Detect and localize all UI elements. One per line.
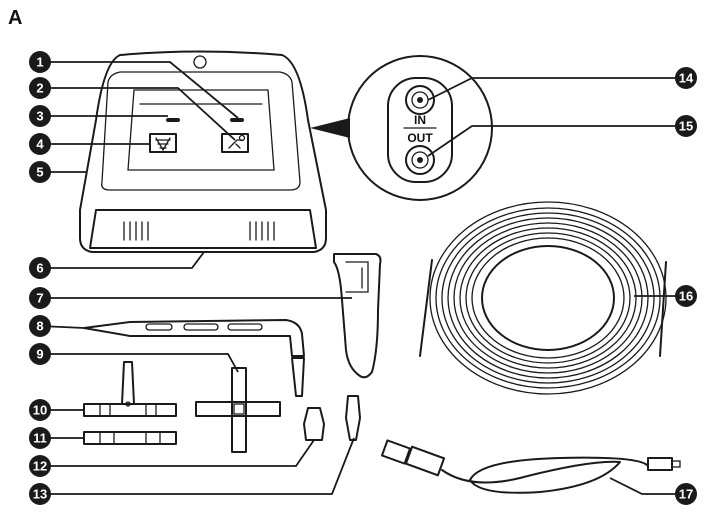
callout-12: 12	[29, 455, 51, 477]
magnifier-pointer	[310, 118, 350, 138]
svg-text:10: 10	[33, 403, 47, 418]
pump-icon	[228, 139, 243, 149]
callout-10: 10	[29, 399, 51, 421]
svg-text:3: 3	[36, 109, 43, 124]
base-station	[79, 50, 327, 253]
callout-2: 2	[29, 77, 51, 99]
callout-1: 1	[29, 51, 51, 73]
vent-slots-left	[123, 221, 149, 241]
callout-17: 17	[675, 483, 697, 505]
front-apron	[89, 209, 317, 249]
callout-5: 5	[29, 161, 51, 183]
svg-text:6: 6	[36, 261, 43, 276]
cross-connector	[195, 367, 281, 453]
top-panel	[101, 71, 301, 191]
callout-4: 4	[29, 133, 51, 155]
svg-text:11: 11	[33, 431, 47, 446]
straight-connector	[83, 431, 177, 445]
svg-text:15: 15	[679, 119, 693, 134]
magnifier-circle	[347, 55, 493, 201]
svg-text:12: 12	[33, 459, 47, 474]
tube-end-right	[659, 261, 667, 357]
usb-a-plug	[380, 439, 412, 465]
tube-end-left	[419, 259, 433, 357]
svg-text:16: 16	[679, 289, 693, 304]
svg-text:17: 17	[679, 487, 693, 502]
svg-text:13: 13	[33, 487, 47, 502]
callout-14: 14	[675, 67, 697, 89]
hose-adapter	[345, 395, 361, 441]
svg-text:9: 9	[36, 347, 43, 362]
callout-6: 6	[29, 257, 51, 279]
tube-coil	[419, 201, 667, 395]
svg-text:14: 14	[679, 71, 694, 86]
led-indicator-right	[230, 118, 244, 122]
port-detail: IN OUT	[310, 55, 493, 201]
figure-letter: A	[8, 7, 22, 29]
callout-16: 16	[675, 285, 697, 307]
callout-15: 15	[675, 115, 697, 137]
wifi-button	[149, 133, 177, 153]
device-body	[79, 50, 327, 253]
vent-slots-right	[249, 221, 275, 241]
svg-text:5: 5	[36, 165, 43, 180]
svg-text:1: 1	[36, 55, 43, 70]
pump-button	[221, 133, 249, 153]
svg-text:2: 2	[36, 81, 43, 96]
callout-11: 11	[29, 427, 51, 449]
svg-text:4: 4	[36, 137, 44, 152]
port-plate	[387, 77, 453, 183]
callout-7: 7	[29, 287, 51, 309]
micro-usb-plug	[647, 457, 673, 471]
svg-text:7: 7	[36, 291, 43, 306]
inner-panel	[127, 89, 275, 171]
usb-cable	[380, 439, 681, 494]
callout-9: 9	[29, 343, 51, 365]
callout-3: 3	[29, 105, 51, 127]
led-indicator-left	[166, 118, 180, 122]
end-cap	[303, 407, 325, 441]
svg-text:8: 8	[36, 319, 43, 334]
t-connector	[83, 361, 177, 417]
callout-badges: 1 2 3 4 5 6 7 8 9 10 11 12 13 14 15 16 1…	[29, 51, 697, 505]
wifi-icon	[155, 137, 171, 152]
in-port-label: IN	[414, 113, 426, 127]
callout-13: 13	[29, 483, 51, 505]
mounting-clip	[333, 253, 382, 379]
top-screw	[193, 55, 207, 69]
leader-lines	[39, 61, 686, 495]
drip-stake	[83, 319, 305, 397]
out-port	[405, 145, 435, 175]
out-port-label: OUT	[407, 131, 433, 145]
callout-8: 8	[29, 315, 51, 337]
